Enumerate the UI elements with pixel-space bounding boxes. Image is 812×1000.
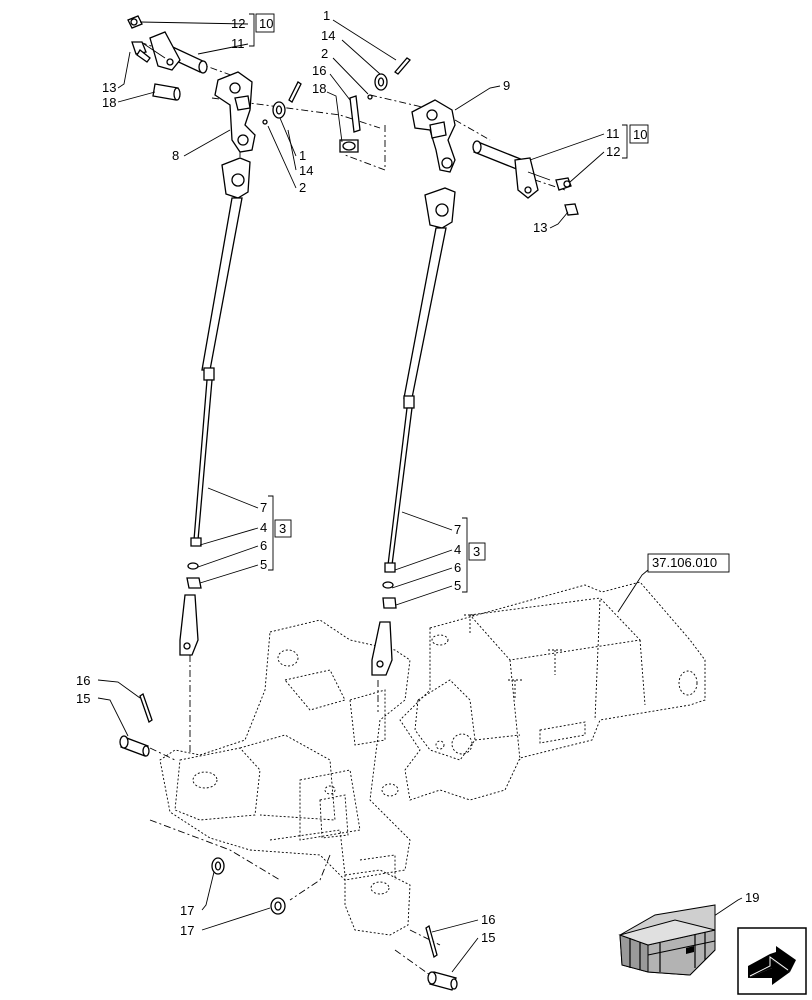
callout-5: 5 [454, 578, 461, 593]
callout-12: 12 [231, 16, 245, 31]
callout-19: 19 [745, 890, 759, 905]
lift-rod-right [371, 187, 456, 676]
phantom-housing [159, 581, 706, 936]
group-box-3-right [468, 542, 486, 561]
lower-pin-left [119, 692, 153, 757]
callout-9: 9 [503, 78, 510, 93]
assembly-centerlines [139, 41, 566, 976]
pin-right [472, 140, 551, 199]
callout-10: 10 [633, 127, 647, 142]
callout-10: 10 [259, 16, 273, 31]
callout-1: 1 [299, 148, 306, 163]
callout-5: 5 [260, 557, 267, 572]
callout-17: 17 [180, 923, 194, 938]
callout-17: 17 [180, 903, 194, 918]
grease-nipple-left [127, 15, 143, 29]
callout-11: 11 [231, 36, 245, 51]
grease-nipple-right [555, 177, 572, 191]
group-brackets [249, 13, 730, 593]
callout-18: 18 [312, 81, 326, 96]
washer-pin-right [339, 57, 411, 153]
washer-17b [270, 897, 286, 915]
washer-pin-left [262, 81, 302, 125]
pin-left [143, 31, 208, 74]
leader-lines [97, 19, 743, 973]
callout-7: 7 [260, 500, 267, 515]
callout-6: 6 [260, 538, 267, 553]
callout-4: 4 [454, 542, 461, 557]
lower-pin-right [425, 924, 458, 991]
callout-13: 13 [533, 220, 547, 235]
callout-3: 3 [473, 544, 480, 559]
callout-16: 16 [481, 912, 495, 927]
reference-label: 37.106.010 [652, 555, 717, 570]
bolt-left [131, 41, 151, 63]
callout-8: 8 [172, 148, 179, 163]
callout-16: 16 [76, 673, 90, 688]
callout-13: 13 [102, 80, 116, 95]
callout-15: 15 [481, 930, 495, 945]
lift-arm-left [214, 71, 256, 153]
callout-18: 18 [102, 95, 116, 110]
callout-16: 16 [312, 63, 326, 78]
callout-15: 15 [76, 691, 90, 706]
group-box-10-right [629, 124, 649, 144]
callout-2: 2 [299, 180, 306, 195]
callout-labels: 12 11 10 13 18 8 1 14 2 1 14 2 16 18 9 1… [76, 8, 759, 945]
callout-2: 2 [321, 46, 328, 61]
callout-14: 14 [321, 28, 335, 43]
callout-4: 4 [260, 520, 267, 535]
reference-box [647, 553, 730, 573]
navigation-arrow-icon [737, 927, 807, 995]
callout-11: 11 [606, 126, 620, 141]
callout-1: 1 [323, 8, 330, 23]
bush-left [152, 83, 181, 101]
callout-12: 12 [606, 144, 620, 159]
lift-rod-left [179, 157, 251, 656]
group-box-10-top [255, 13, 275, 33]
kit-box-icon [618, 904, 716, 976]
callout-7: 7 [454, 522, 461, 537]
callout-6: 6 [454, 560, 461, 575]
group-box-3-left [274, 519, 292, 538]
callout-14: 14 [299, 163, 313, 178]
lift-arm-right [411, 99, 456, 173]
callout-3: 3 [279, 521, 286, 536]
washer-17a [211, 857, 225, 875]
